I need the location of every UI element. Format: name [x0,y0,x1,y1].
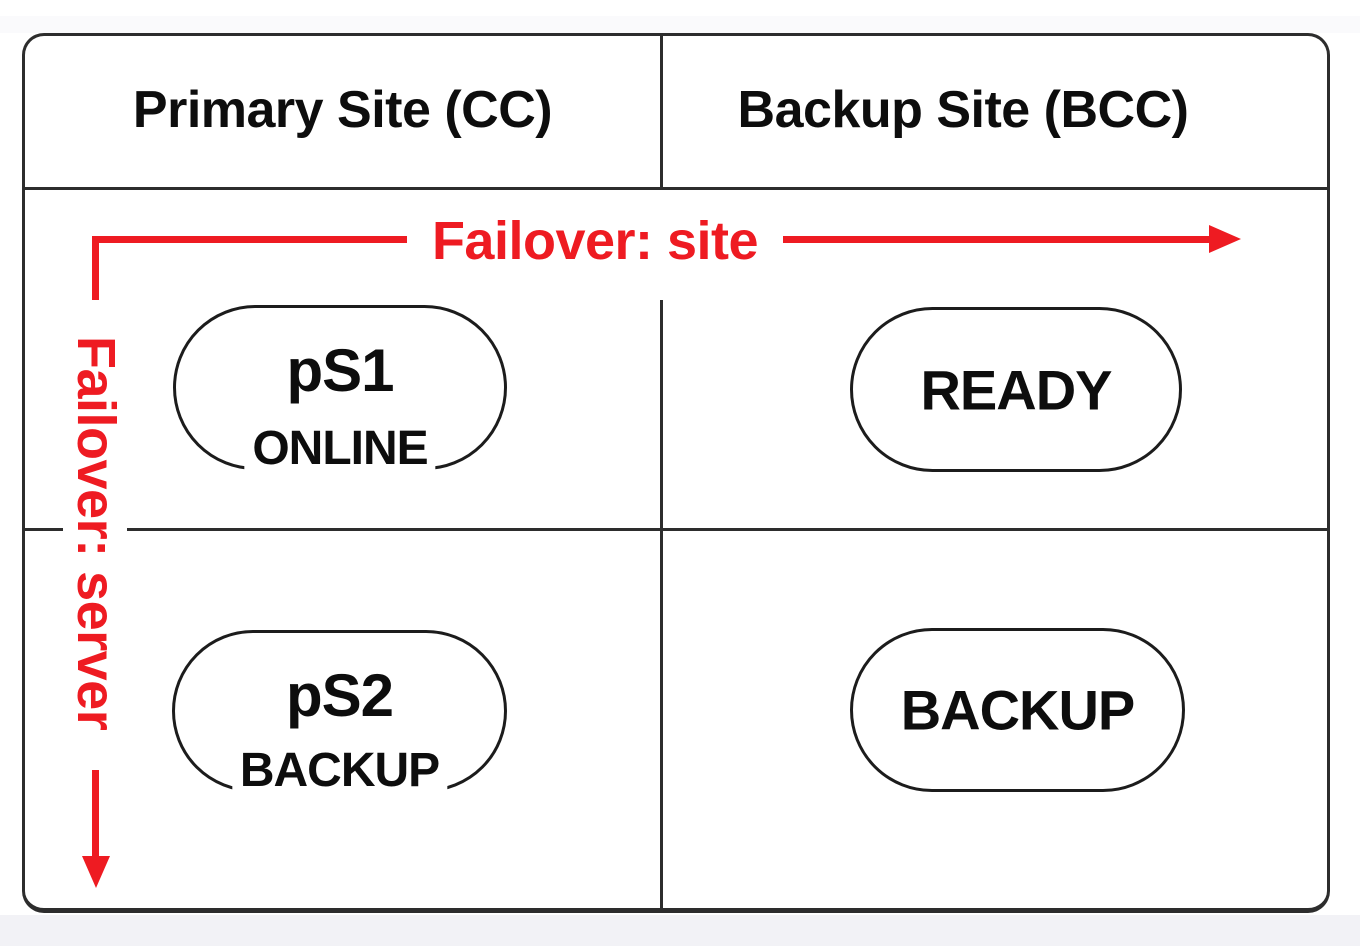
header-separator-line [25,187,1327,190]
node-bcc-row1-status: READY [920,358,1112,421]
backup-site-header: Backup Site (BCC) [737,81,1189,139]
site-failover-arrow-line-left [92,236,407,243]
node-ps2-status: BACKUP [231,744,448,798]
node-bcc-row2: BACKUP [850,628,1185,792]
column-divider-bottom [660,300,663,908]
site-failover-arrow-line-right [783,236,1209,243]
node-ps2: pS2 BACKUP [172,630,507,798]
page-bottom-strip [0,915,1360,946]
site-failover-arrowhead-icon [1209,225,1241,253]
node-ps1: pS1 ONLINE [173,305,507,476]
server-failover-arrowhead-icon [82,856,110,888]
site-failover-label: Failover: site [431,211,759,271]
node-ps2-name: pS2 [285,662,394,729]
primary-site-header: Primary Site (CC) [132,81,553,139]
server-failover-arrow-line-top [92,236,99,300]
node-bcc-row1: READY [850,307,1182,472]
row-separator-line-right [127,528,1327,531]
node-bcc-row2-status: BACKUP [900,678,1136,742]
node-ps1-name: pS1 [286,337,394,404]
server-failover-arrow-line-bottom [92,770,99,856]
node-ps1-status: ONLINE [244,422,436,476]
column-divider-top [660,36,663,187]
server-failover-label: Failover: server [66,335,126,731]
page-top-strip [0,16,1360,33]
row-separator-line-left [25,528,63,531]
